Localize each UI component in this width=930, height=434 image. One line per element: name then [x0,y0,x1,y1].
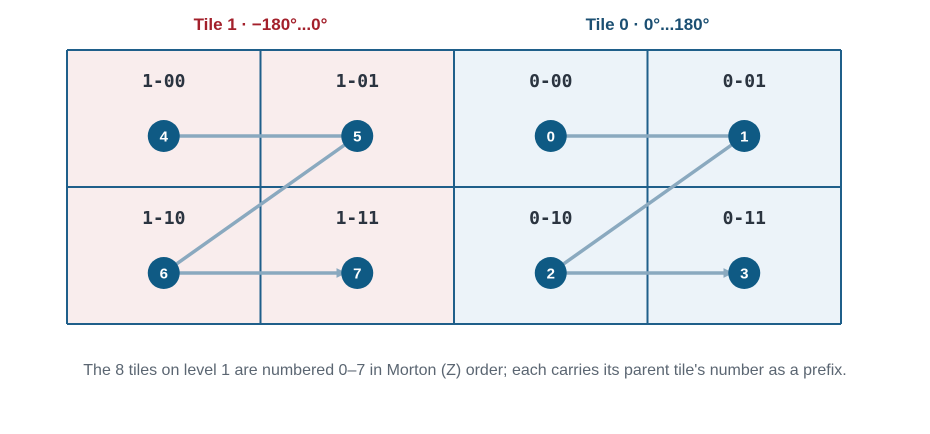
morton-number: 0 [547,129,555,146]
cell-code: 0-00 [529,71,572,92]
morton-node: 6 [147,257,180,289]
tile-header: Tile 0 · 0°...180° [586,15,710,34]
cell-code: 0-01 [723,71,766,92]
morton-node: 4 [147,120,180,152]
morton-node: 0 [534,120,567,152]
cell-code: 1-01 [336,71,379,92]
morton-node: 5 [341,120,374,152]
cell-code: 1-10 [142,208,185,229]
morton-node: 7 [341,257,374,289]
cell-code: 1-11 [336,208,379,229]
morton-number: 4 [160,129,169,146]
tile-header: Tile 1 · −180°...0° [194,15,328,34]
z-order-path [162,134,359,275]
morton-node: 1 [728,120,761,152]
cell-code: 0-10 [529,208,572,229]
morton-number: 2 [547,266,555,283]
z-order-path [549,134,746,275]
morton-number: 7 [353,266,361,283]
morton-number: 5 [353,129,361,146]
cell-code: 1-00 [142,71,185,92]
morton-node: 3 [728,257,761,289]
morton-number: 1 [740,129,748,146]
morton-number: 3 [740,266,748,283]
morton-node: 2 [534,257,567,289]
morton-number: 6 [160,266,168,283]
caption: The 8 tiles on level 1 are numbered 0–7 … [83,362,847,379]
cell-code: 0-11 [723,208,766,229]
